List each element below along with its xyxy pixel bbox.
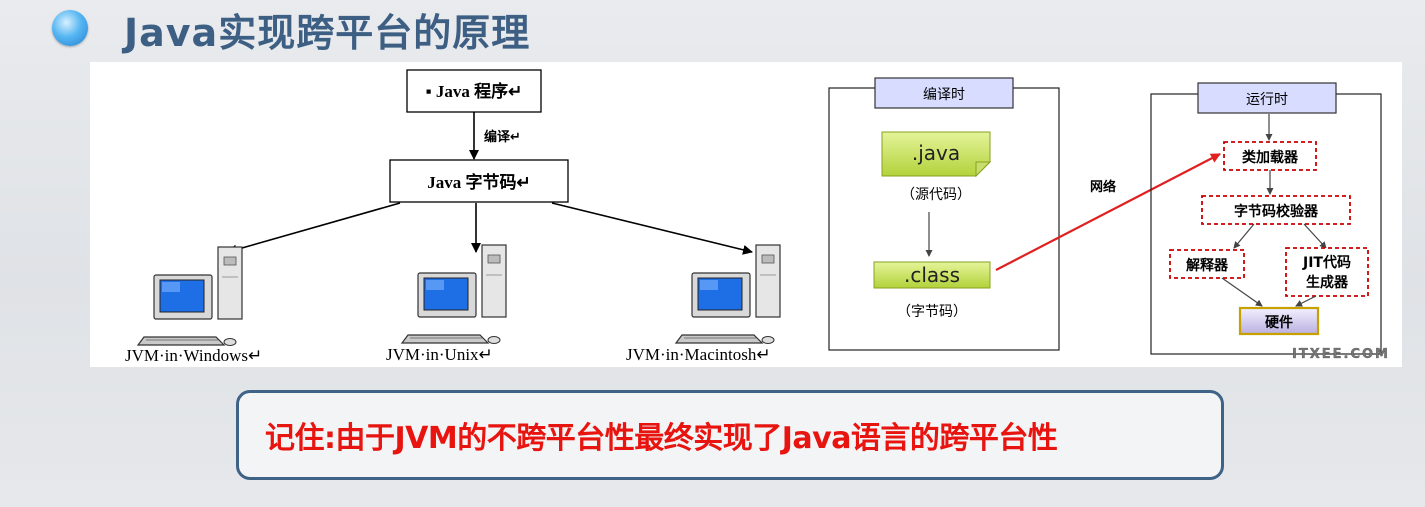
diagram-panel: ▪ Java 程序↵ 编译↵ Java 字节码↵ JVM·in·Windows↵… [90, 62, 1402, 367]
network-arrow [995, 153, 1221, 271]
platform-windows-label: JVM·in·Windows↵ [125, 346, 262, 365]
compile-time-label: 编译时 [923, 87, 965, 103]
class-loader-box [1223, 141, 1317, 171]
jit-box [1285, 247, 1369, 297]
network-label: 网络 [1090, 179, 1116, 195]
source-code-label: （源代码） [901, 187, 971, 203]
interpreter-label: 解释器 [1186, 257, 1229, 274]
jit-label-line2: 生成器 [1306, 274, 1349, 291]
class-file-icon: .class [873, 261, 991, 289]
verifier-box [1201, 195, 1351, 225]
bytecode-label: Java 字节码↵ [427, 172, 531, 192]
computer-windows-icon [137, 246, 243, 347]
computer-macintosh-icon [675, 244, 781, 345]
compile-time-header [874, 77, 1014, 109]
verifier-label: 字节码校验器 [1234, 203, 1319, 220]
java-program-label: ▪ Java 程序↵ [426, 81, 523, 101]
bytecode-box: Java 字节码↵ [389, 159, 569, 203]
class-file-label: .class [904, 263, 960, 287]
compile-label: 编译↵ [484, 129, 521, 145]
hardware-box [1238, 306, 1320, 336]
note-box: 记住:由于JVM的不跨平台性最终实现了Java语言的跨平台性 [236, 390, 1224, 480]
java-file-label: .java [912, 141, 960, 165]
interpreter-box [1169, 249, 1245, 279]
jit-label-line1: JIT代码 [1302, 254, 1351, 271]
watermark-text: ITXEE.COM [1292, 347, 1390, 362]
java-program-box: ▪ Java 程序↵ [406, 69, 542, 113]
title-bullet-icon [52, 10, 88, 46]
java-file-icon: .java [881, 131, 992, 178]
platform-macintosh-label: JVM·in·Macintosh↵ [626, 345, 771, 364]
slide-title: Java实现跨平台的原理 [124, 11, 531, 55]
computer-unix-icon [401, 244, 507, 345]
run-time-label: 运行时 [1246, 92, 1288, 108]
hardware-label: 硬件 [1265, 314, 1293, 331]
note-text: 记住:由于JVM的不跨平台性最终实现了Java语言的跨平台性 [265, 421, 1058, 456]
run-time-header [1197, 82, 1337, 114]
bytecode-caption: （字节码） [897, 304, 967, 320]
class-loader-label: 类加载器 [1242, 149, 1299, 166]
platform-unix-label: JVM·in·Unix↵ [386, 345, 493, 364]
